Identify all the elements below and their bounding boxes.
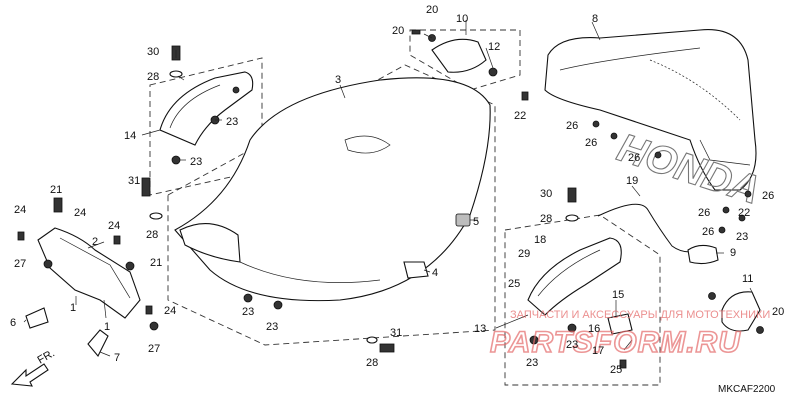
callout-21: 21 xyxy=(50,184,62,196)
callout-22: 22 xyxy=(738,207,750,219)
leader-lines xyxy=(23,20,753,357)
callout-1: 1 xyxy=(70,302,76,314)
callout-11: 11 xyxy=(742,273,753,285)
main-seat xyxy=(141,77,491,353)
bolt-21 xyxy=(53,197,63,213)
callout-4: 4 xyxy=(432,267,438,279)
callout-31: 31 xyxy=(390,327,402,339)
callout-6: 6 xyxy=(10,317,16,329)
callout-26: 26 xyxy=(566,120,578,132)
diagram-code: MKCAF2200 xyxy=(718,384,776,395)
callout-19: 19 xyxy=(626,175,638,187)
bolt-31b xyxy=(379,343,395,353)
callout-10: 10 xyxy=(456,13,468,25)
callout-22: 22 xyxy=(514,110,526,122)
cable-end-6 xyxy=(25,307,49,329)
clip-12 xyxy=(488,67,498,77)
callout-5: 5 xyxy=(473,216,479,228)
callout-30: 30 xyxy=(147,46,159,58)
watermark-brand: PARTSFORM.RU xyxy=(490,326,741,359)
callout-29: 29 xyxy=(518,248,530,260)
callout-25: 25 xyxy=(508,278,520,290)
callout-20: 20 xyxy=(426,4,438,16)
callout-30: 30 xyxy=(540,188,552,200)
callout-13: 13 xyxy=(474,323,486,335)
callout-23: 23 xyxy=(736,231,748,243)
bolt-30b xyxy=(567,187,577,203)
lever-7 xyxy=(87,329,109,357)
callout-28: 28 xyxy=(146,229,158,241)
callout-24: 24 xyxy=(108,220,120,232)
washer-20 xyxy=(411,29,421,35)
callout-26: 26 xyxy=(702,226,714,238)
seat-lock-assembly xyxy=(17,197,159,357)
rear-seat-group-outline xyxy=(409,29,521,91)
callout-26: 26 xyxy=(698,207,710,219)
clip-24a xyxy=(17,231,25,241)
right-grab-rail-group-outline xyxy=(504,214,661,386)
callout-23: 23 xyxy=(242,306,254,318)
clip-24b xyxy=(113,235,121,245)
callout-14: 14 xyxy=(124,130,136,142)
callout-7: 7 xyxy=(114,352,120,364)
nut-23b xyxy=(171,155,181,165)
callout-28: 28 xyxy=(366,357,378,369)
callout-24: 24 xyxy=(74,207,86,219)
callout-26: 26 xyxy=(585,137,597,149)
callout-26: 26 xyxy=(628,152,640,164)
callout-labels: 30 28 14 23 23 3 31 28 5 4 23 23 31 28 2… xyxy=(10,4,784,376)
callout-3: 3 xyxy=(335,74,341,86)
callout-31: 31 xyxy=(128,175,140,187)
callout-26: 26 xyxy=(762,190,774,202)
callout-15: 15 xyxy=(612,289,624,301)
callout-20: 20 xyxy=(392,25,404,37)
seat-bracket xyxy=(179,223,241,263)
callout-16: 16 xyxy=(588,323,600,335)
callout-12: 12 xyxy=(488,41,500,53)
watermark-caption: ЗАПЧАСТИ И АКСЕССУАРЫ ДЛЯ МОТОТЕХНИКИ xyxy=(510,309,770,321)
callout-23: 23 xyxy=(526,357,538,369)
clip-24c xyxy=(145,305,153,315)
callout-23: 23 xyxy=(266,321,278,333)
cover-part-10 xyxy=(411,29,498,77)
callout-21: 21 xyxy=(150,257,162,269)
bolt-31a xyxy=(141,177,151,197)
callout-18: 18 xyxy=(534,234,546,246)
front-direction-arrow: FR. xyxy=(10,347,57,387)
cushion-5 xyxy=(455,213,471,227)
front-arrow-label: FR. xyxy=(36,347,57,366)
callout-23: 23 xyxy=(226,116,238,128)
callout-24: 24 xyxy=(164,305,176,317)
callout-1: 1 xyxy=(104,321,110,333)
rubber-4 xyxy=(403,261,429,279)
collar-28b xyxy=(149,212,163,220)
grab-rail-right xyxy=(527,187,633,369)
watermark: ЗАПЧАСТИ И АКСЕССУАРЫ ДЛЯ МОТОТЕХНИКИ PA… xyxy=(489,309,770,360)
callout-23: 23 xyxy=(566,339,578,351)
seat-hook-slot xyxy=(344,135,391,154)
callout-28: 28 xyxy=(540,213,552,225)
callout-28: 28 xyxy=(147,71,159,83)
cover-part-11 xyxy=(708,291,764,334)
callout-25: 25 xyxy=(610,364,622,376)
callout-27: 27 xyxy=(148,343,160,355)
main-seat-group-outline xyxy=(167,64,496,346)
callout-23: 23 xyxy=(190,156,202,168)
callout-17: 17 xyxy=(592,345,604,357)
collar-28 xyxy=(169,70,183,78)
cable-holder-9 xyxy=(687,244,719,265)
callout-27: 27 xyxy=(14,258,26,270)
callout-2: 2 xyxy=(92,236,98,248)
callout-20: 20 xyxy=(772,306,784,318)
damper-16 xyxy=(607,313,633,335)
callout-8: 8 xyxy=(592,13,598,25)
callout-24: 24 xyxy=(14,204,26,216)
callout-9: 9 xyxy=(730,247,736,259)
seat-lock-cable xyxy=(597,203,719,265)
